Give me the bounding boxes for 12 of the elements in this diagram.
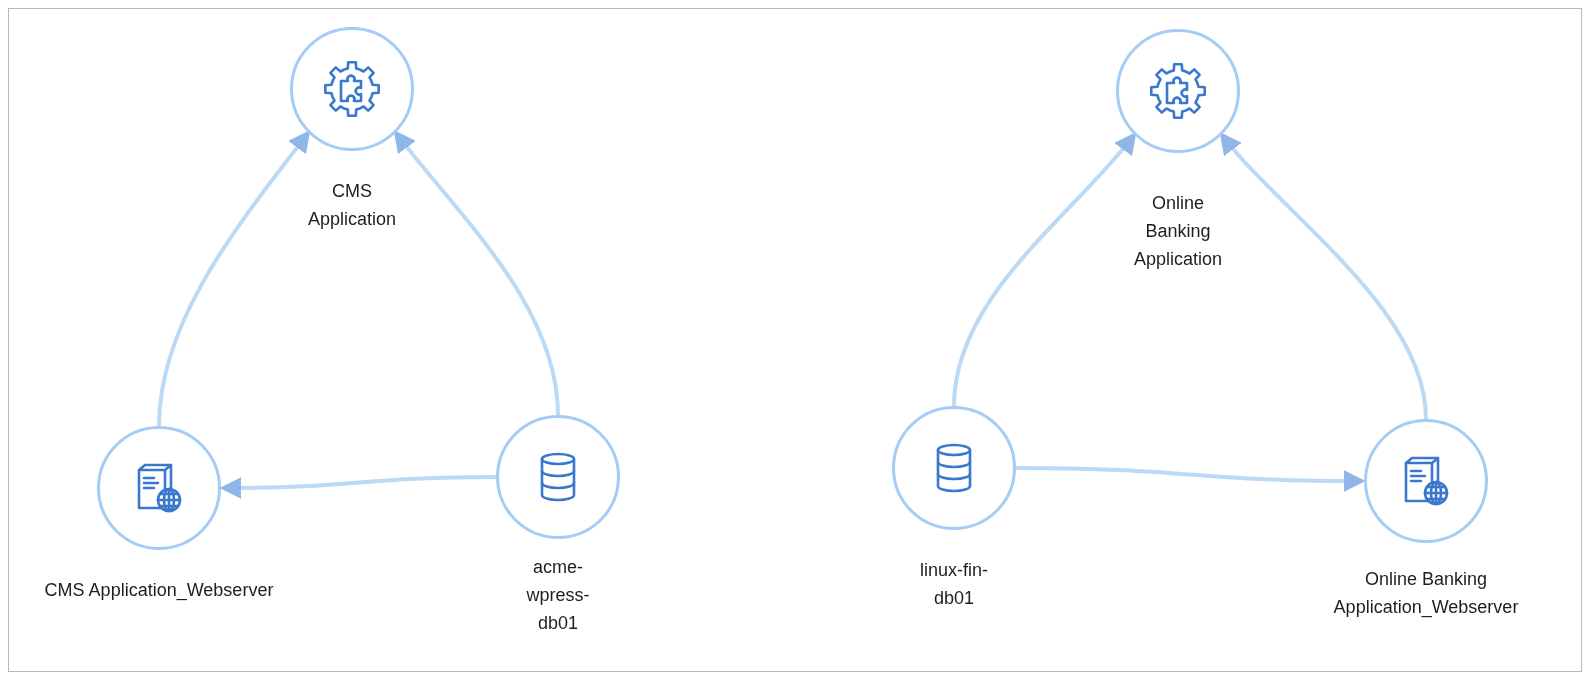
node-label: Online Banking Application (1132, 192, 1224, 271)
arrow (219, 475, 496, 499)
node-label: linux-fin-db01 (919, 559, 989, 610)
node-label: Online Banking Application_Webserver (1332, 568, 1520, 620)
arrow (1016, 466, 1366, 492)
arrow (1219, 132, 1428, 420)
node-label: acme-wpress-db01 (525, 556, 591, 635)
node-label: CMS Application_Webserver (43, 579, 275, 603)
arrow (952, 132, 1137, 407)
arrow (393, 129, 560, 416)
node-label: CMS Application (306, 180, 398, 231)
arrow (157, 129, 311, 427)
